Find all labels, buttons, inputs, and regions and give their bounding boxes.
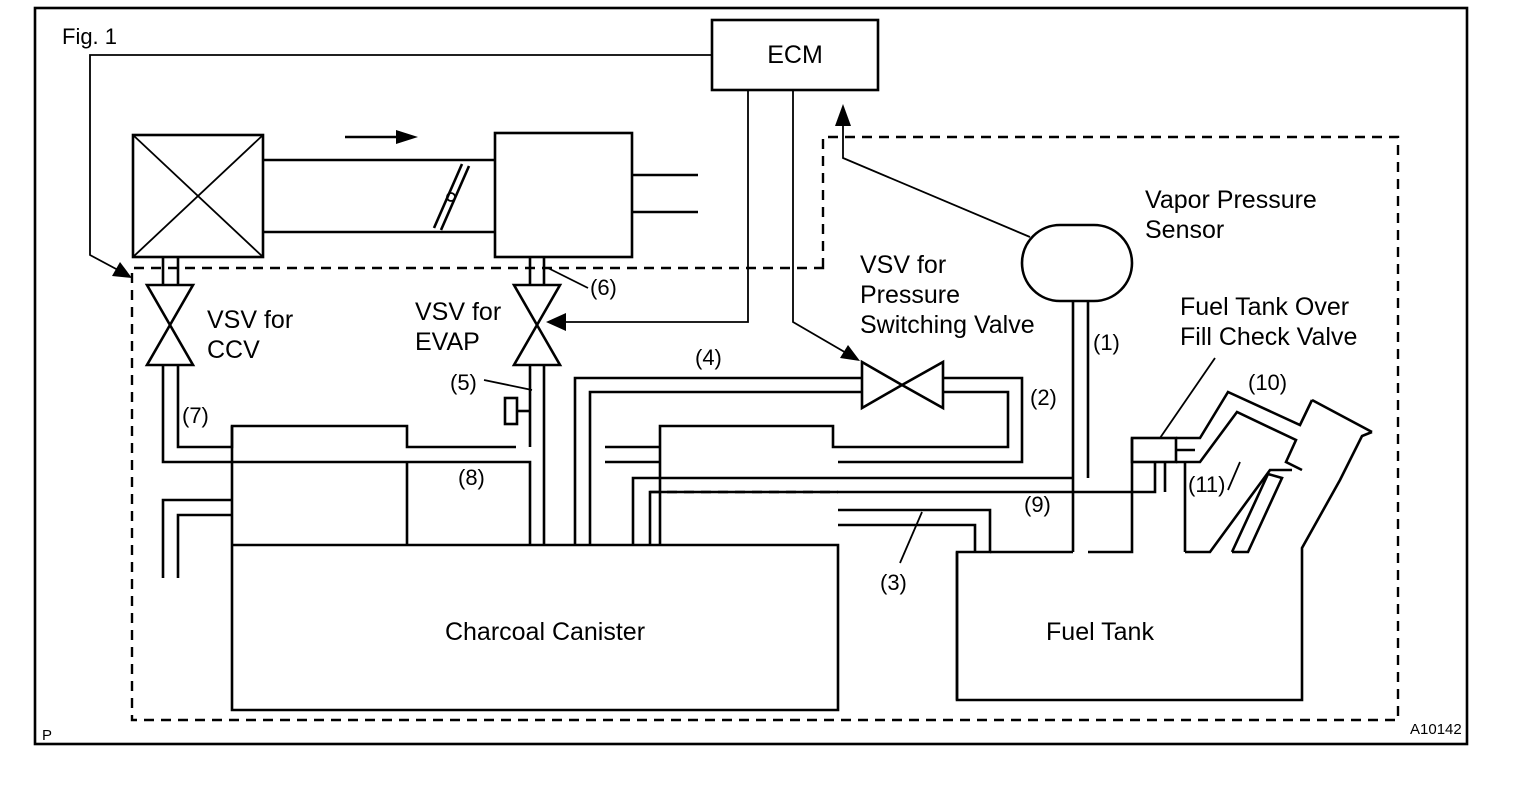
pipe-9	[605, 445, 1157, 545]
vapor-pressure-sensor-icon	[1020, 223, 1134, 303]
corner-letter: P	[42, 727, 52, 744]
vsv-evap-label: VSV for EVAP	[415, 298, 508, 356]
arrowhead-icon	[840, 345, 860, 361]
figure-frame	[33, 6, 1469, 746]
ecm-module: ECM	[710, 18, 880, 92]
over-fill-leader	[1159, 357, 1216, 439]
ecm-wire-to-psv	[792, 90, 849, 355]
pipe-2	[838, 376, 1024, 464]
callout-6-leader	[547, 267, 589, 289]
vapor-pressure-sensor-label: Vapor Pressure Sensor	[1145, 186, 1324, 244]
sensor-wire-to-ecm	[842, 122, 1031, 238]
fuel-tank-top	[990, 438, 1134, 554]
callout-5: (5)	[450, 370, 477, 395]
filler-neck-10	[1176, 390, 1314, 472]
vsv-ccv-label: VSV for CCV	[207, 306, 300, 364]
manifold-port	[528, 257, 546, 285]
callout-1: (1)	[1093, 330, 1120, 355]
over-fill-check-valve-icon	[1130, 436, 1195, 492]
throttle-valve-icon	[432, 163, 471, 231]
canister-chamber-8	[232, 460, 532, 545]
arrowhead-icon	[112, 262, 132, 278]
flow-arrow-icon	[345, 130, 418, 144]
vsv-pressure-switching-valve-icon	[860, 359, 945, 411]
canister-right-chamber	[658, 390, 1010, 545]
callout-3: (3)	[880, 570, 907, 595]
over-fill-check-valve-label: Fuel Tank Over Fill Check Valve	[1180, 293, 1357, 351]
ecm-wire-to-ccv	[89, 54, 712, 271]
filler-neck-outer	[1311, 398, 1373, 434]
callout-10: (10)	[1248, 370, 1287, 395]
figure-code: A10142	[1410, 721, 1462, 738]
callout-11: (11)	[1188, 472, 1226, 497]
pipe-4	[573, 376, 862, 545]
ecm-label: ECM	[767, 41, 823, 69]
callout-8: (8)	[458, 465, 485, 490]
figure-title: Fig. 1	[62, 24, 117, 49]
fuel-tank	[955, 430, 1373, 702]
callout-4: (4)	[695, 345, 722, 370]
callout-3-leader	[899, 511, 923, 564]
air-cleaner-icon	[131, 133, 265, 259]
arrowhead-icon	[546, 313, 566, 331]
ecm-wire-to-evap	[560, 90, 749, 323]
vsv-evap-valve-icon	[511, 283, 563, 367]
charcoal-canister-label: Charcoal Canister	[445, 618, 645, 646]
charcoal-canister	[230, 426, 840, 712]
fresh-air-inlet	[161, 498, 232, 578]
arrowhead-icon	[835, 104, 851, 126]
pipe-5	[528, 365, 546, 545]
pipe-1	[1071, 301, 1090, 552]
callout-9: (9)	[1024, 492, 1051, 517]
callout-6: (6)	[590, 275, 617, 300]
filler-neck-11	[1183, 462, 1292, 554]
air-cleaner-port	[161, 257, 180, 285]
intake-manifold	[493, 131, 634, 259]
callout-5-leader	[483, 379, 533, 391]
callout-11-leader	[1227, 461, 1241, 491]
fuel-tank-label: Fuel Tank	[1046, 618, 1154, 646]
pipe-3	[838, 508, 992, 700]
vsv-psv-label: VSV for Pressure Switching Valve	[860, 251, 1035, 339]
callout-7: (7)	[182, 403, 209, 428]
vsv-ccv-valve-icon	[144, 283, 196, 367]
pipe-5-port	[503, 396, 519, 426]
callout-2: (2)	[1030, 385, 1057, 410]
